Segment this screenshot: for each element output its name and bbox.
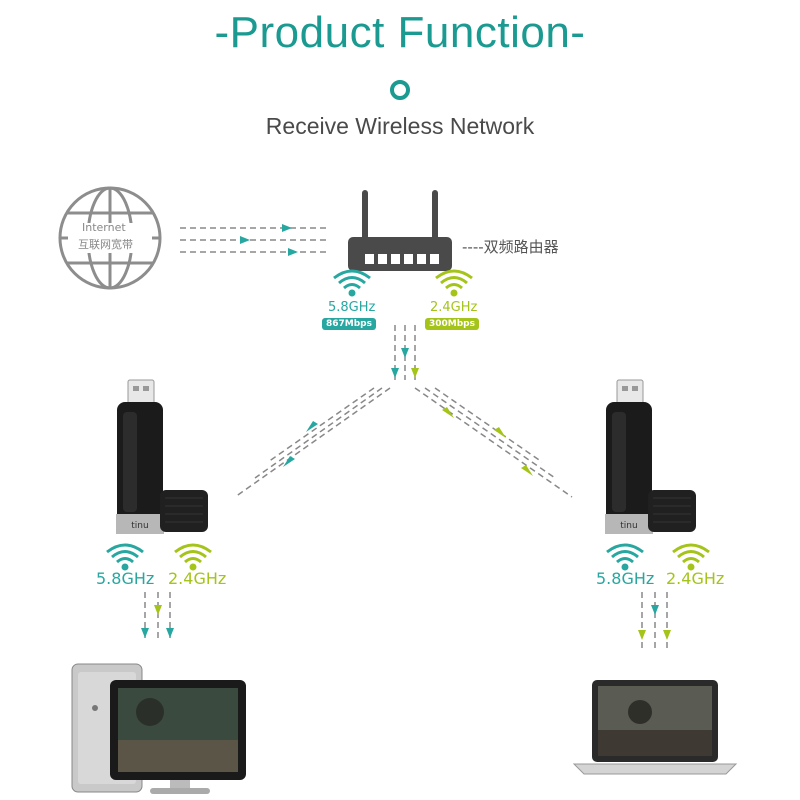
- svg-text:tinu: tinu: [620, 521, 637, 531]
- left-links: [234, 387, 391, 498]
- wifi-24g-icon-right: [672, 543, 710, 571]
- router-5g-speed: 867Mbps: [322, 318, 376, 330]
- internet-label-en: Internet: [82, 221, 126, 234]
- desktop-computer-image: [71, 663, 246, 794]
- router-label: ----双频路由器: [462, 238, 559, 256]
- globe-icon: [58, 186, 162, 290]
- wifi-5g-icon: [333, 269, 371, 297]
- page-title: -Product Function-: [214, 8, 586, 57]
- internet-label-cn: 互联网宽带: [78, 238, 133, 251]
- router-5g-freq: 5.8GHz: [328, 300, 376, 315]
- internet-links: [180, 224, 330, 256]
- right-5g-freq: 5.8GHz: [596, 569, 655, 588]
- router-downlinks: [391, 325, 419, 380]
- usb-adapter-left: tinu: [116, 379, 208, 534]
- wifi-24g-icon-left: [174, 543, 212, 571]
- wifi-5g-icon-left: [106, 543, 144, 571]
- svg-text:tinu: tinu: [131, 521, 148, 531]
- right-24g-freq: 2.4GHz: [666, 569, 725, 588]
- left-downlinks: [141, 592, 174, 640]
- left-5g-freq: 5.8GHz: [96, 569, 155, 588]
- wifi-24g-icon: [435, 269, 473, 297]
- router-24g-freq: 2.4GHz: [430, 300, 478, 315]
- right-links: [414, 387, 573, 498]
- usb-adapter-right: tinu: [605, 379, 696, 534]
- left-24g-freq: 2.4GHz: [168, 569, 227, 588]
- page-subtitle: Receive Wireless Network: [265, 113, 535, 139]
- wifi-5g-icon-right: [606, 543, 644, 571]
- ring-icon: [390, 80, 410, 100]
- right-downlinks: [638, 592, 671, 650]
- laptop-image: [572, 680, 738, 775]
- router-24g-speed: 300Mbps: [425, 318, 479, 330]
- router-icon: [348, 190, 452, 271]
